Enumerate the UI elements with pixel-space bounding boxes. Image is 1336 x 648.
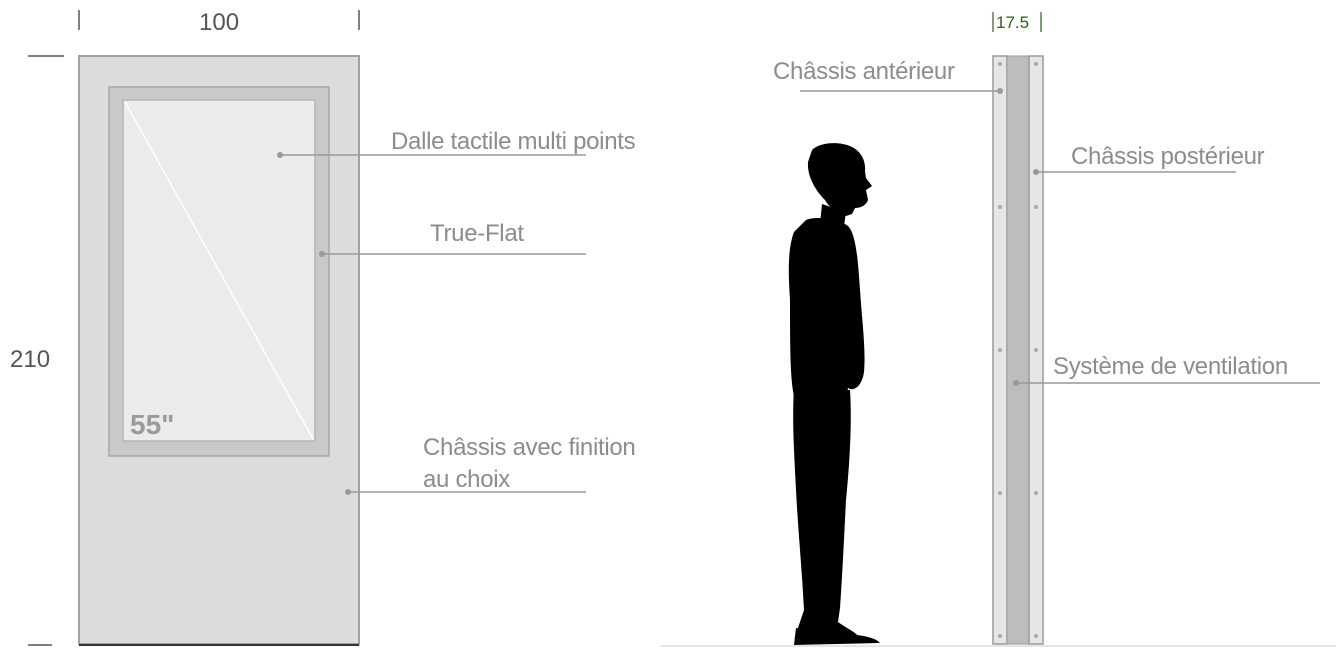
screen-size-badge: 55" — [130, 409, 175, 440]
height-dimension: 210 — [10, 346, 51, 373]
side-screws — [998, 62, 1038, 638]
touch-panel-label: Dalle tactile multi points — [391, 128, 636, 155]
front-chassis-label: Châssis antérieur — [773, 58, 955, 85]
chassis-finish-label-line2: au choix — [423, 466, 510, 493]
chassis-finish-label-line1: Châssis avec finition — [423, 434, 636, 461]
screen-glare — [124, 101, 314, 440]
depth-dimension: 17.5 — [996, 13, 1030, 32]
true-flat-label: True-Flat — [430, 220, 524, 247]
side-ventilation-core — [1006, 55, 1030, 645]
width-dimension: 100 — [199, 9, 240, 36]
rear-chassis-label: Châssis postérieur — [1071, 143, 1265, 170]
person-silhouette-icon — [788, 143, 880, 645]
ventilation-label: Système de ventilation — [1053, 353, 1288, 380]
